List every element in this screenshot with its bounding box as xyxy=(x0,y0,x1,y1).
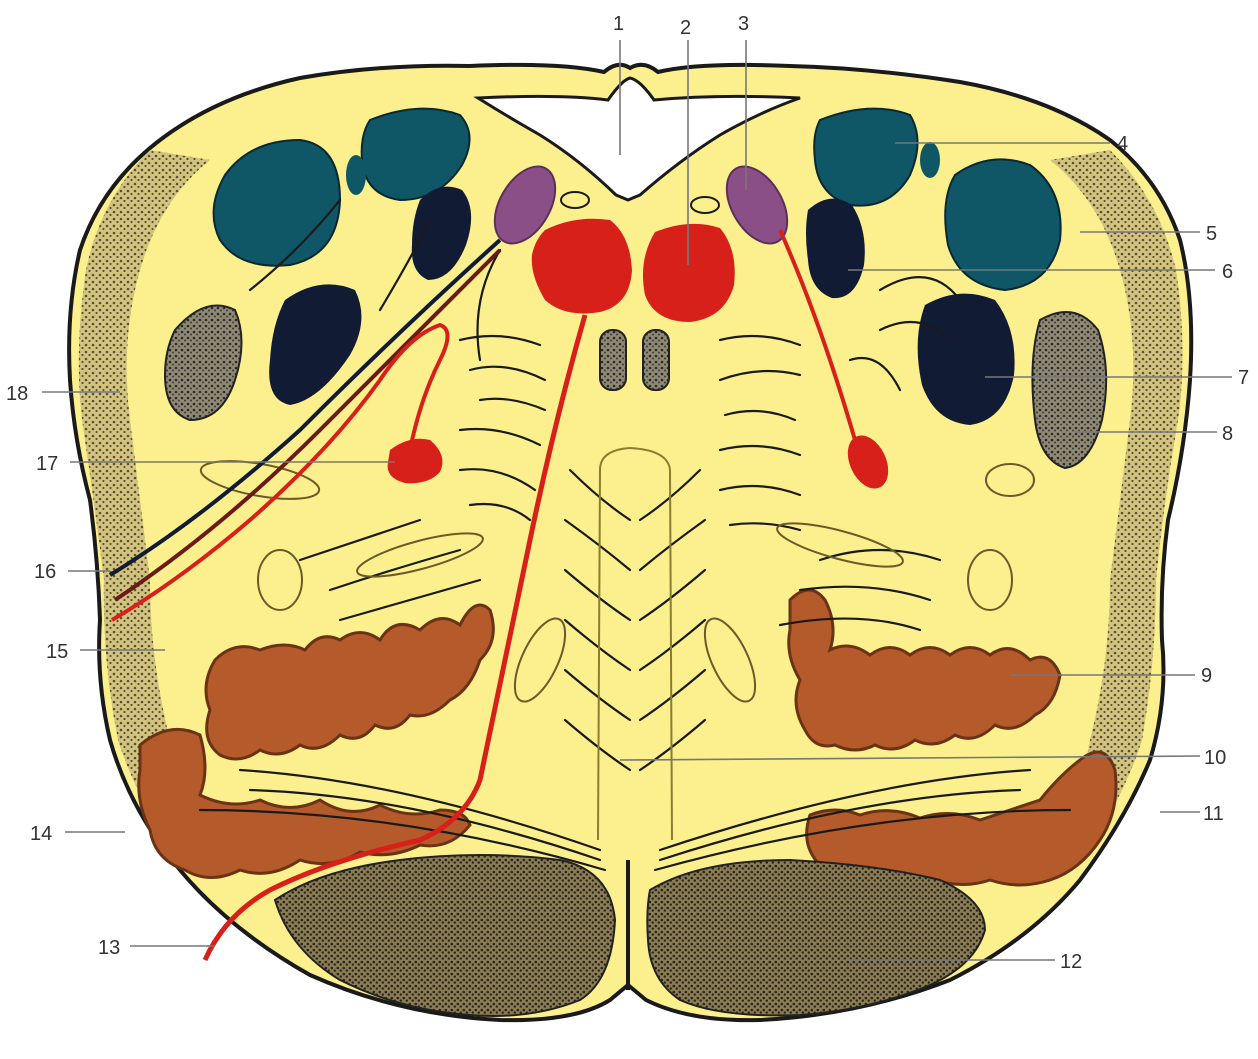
label-4: 4 xyxy=(1117,133,1128,155)
label-10: 10 xyxy=(1204,747,1226,769)
right-small-oval-top xyxy=(691,197,719,213)
label-17: 17 xyxy=(36,453,58,475)
label-8: 8 xyxy=(1222,423,1233,445)
label-15: 15 xyxy=(46,641,68,663)
label-6: 6 xyxy=(1222,261,1233,283)
label-14: 14 xyxy=(30,823,52,845)
label-16: 16 xyxy=(34,561,56,583)
label-5: 5 xyxy=(1206,223,1217,245)
label-2: 2 xyxy=(680,17,691,39)
label-18: 18 xyxy=(6,383,28,405)
label-7: 7 xyxy=(1238,367,1249,389)
label-9: 9 xyxy=(1201,665,1212,687)
left-small-oval-top xyxy=(561,192,589,208)
left-pyramid xyxy=(275,855,615,1016)
right-red-nucleus xyxy=(643,224,735,322)
right-dark-blue-nucleus-small xyxy=(920,142,940,178)
left-red-nucleus xyxy=(532,219,632,314)
label-12: 12 xyxy=(1060,951,1082,973)
right-pyramid xyxy=(647,860,985,1015)
right-navy-nucleus-upper xyxy=(806,199,865,299)
label-1: 1 xyxy=(613,13,624,35)
label-11: 11 xyxy=(1203,803,1224,825)
label-3: 3 xyxy=(738,13,749,35)
left-dark-blue-nucleus-small xyxy=(346,155,366,195)
label-13: 13 xyxy=(98,937,120,959)
left-stippled-tract xyxy=(600,330,626,390)
right-stippled-tract xyxy=(643,330,669,390)
